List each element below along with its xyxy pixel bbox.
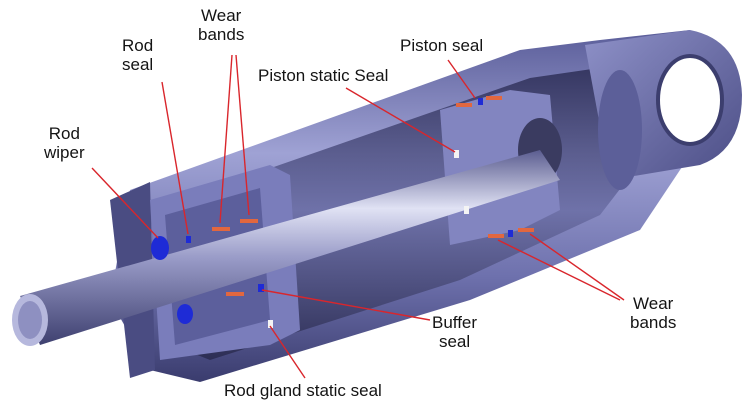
label-rod-wiper: Rod wiper [44, 124, 85, 162]
leader-buffer-seal [261, 289, 431, 321]
leader-wear-bands-top-2 [235, 54, 250, 216]
leader-rod-wiper [91, 167, 159, 239]
label-rod-gland-static-seal: Rod gland static seal [224, 381, 382, 400]
leader-rod-gland-static-seal [269, 325, 306, 379]
label-piston-static-seal: Piston static Seal [258, 66, 389, 85]
leader-piston-static-seal [345, 87, 456, 153]
leader-piston-seal [447, 59, 476, 99]
leader-wear-bands-right-2 [529, 233, 625, 301]
label-wear-bands-right: Wear bands [630, 294, 677, 332]
label-wear-bands-top: Wear bands [198, 6, 245, 44]
seal-details [151, 96, 534, 328]
label-rod-seal: Rod seal [122, 36, 154, 74]
leader-wear-bands-right-1 [497, 239, 621, 301]
label-piston-seal: Piston seal [400, 36, 484, 55]
rear-eye-mount [585, 30, 742, 190]
label-buffer-seal: Buffer seal [432, 313, 478, 351]
piston-rod [12, 150, 560, 346]
leader-lines [91, 54, 625, 379]
leader-rod-seal [161, 81, 189, 235]
leader-wear-bands-top-1 [219, 54, 233, 224]
